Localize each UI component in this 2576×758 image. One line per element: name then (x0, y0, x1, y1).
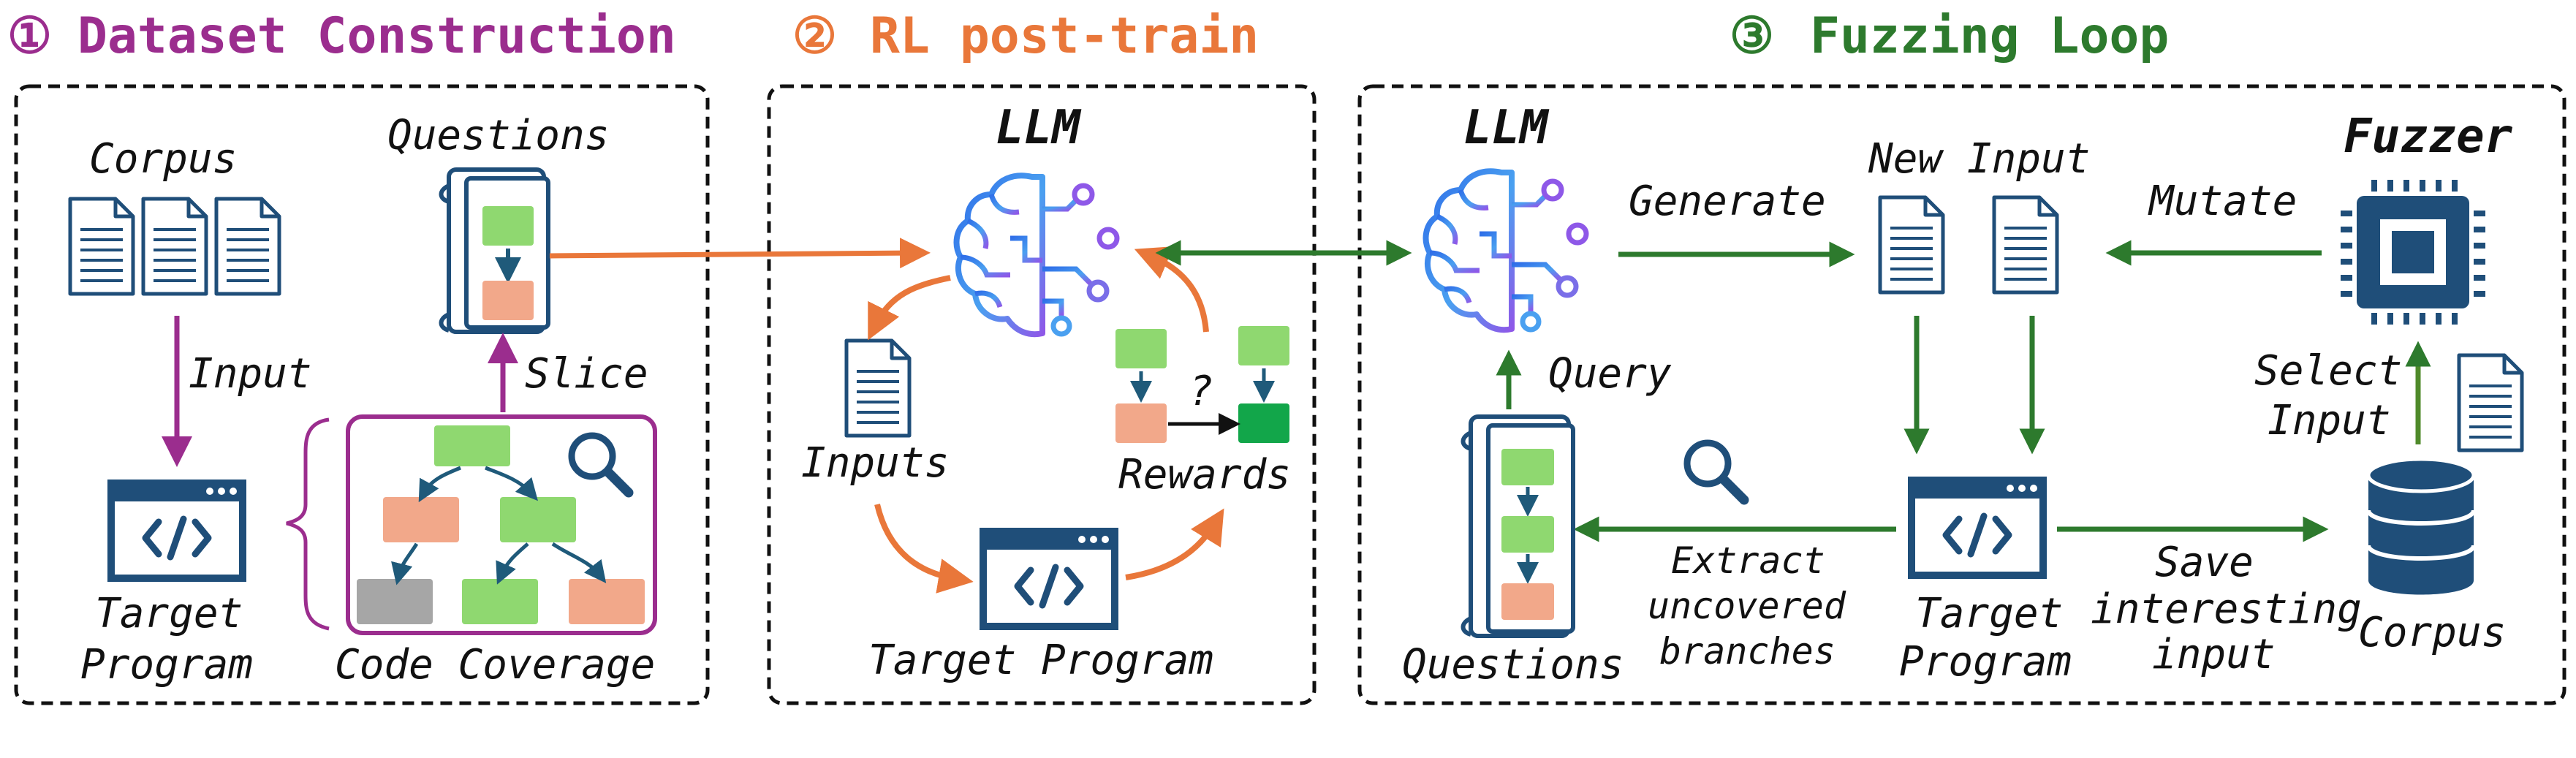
section-2-number: ② (792, 7, 837, 65)
question-scroll-icon (1461, 414, 1575, 638)
panel-rl-post-train (767, 84, 1317, 705)
coverage-graph (357, 425, 645, 624)
extract-label-line2: uncovered (1648, 585, 1846, 627)
select-input-label-line1: Select (2254, 347, 2402, 395)
document-icon (2459, 355, 2522, 450)
question-scroll-icon (439, 167, 550, 334)
inputs-to-target-arrow (874, 504, 974, 594)
section-1-title: Dataset Construction (77, 7, 676, 65)
extract-label-line3: branches (1659, 630, 1836, 672)
mutate-label: Mutate (2148, 178, 2297, 225)
rewards-diagram (1115, 326, 1289, 443)
coverage-brace (286, 417, 330, 631)
target-program-label-line1: Target (95, 590, 243, 637)
input-label: Input (189, 350, 312, 398)
section-2-title: RL post-train (870, 7, 1259, 65)
section-3-number: ③ (1730, 7, 1774, 65)
panel-dataset-construction (14, 84, 710, 705)
document-icon (70, 199, 133, 294)
code-coverage-box (346, 414, 657, 635)
save-label-line3: input (2152, 631, 2276, 678)
save-label-line1: Save (2155, 539, 2254, 586)
rewards-to-llm-arrow (1134, 246, 1209, 333)
llm-brain-icon (1426, 171, 1586, 330)
rl-llm-label: LLM (996, 101, 1082, 155)
fuzzer-chip-icon (2341, 180, 2485, 325)
questions-to-llm-arrow (549, 238, 931, 269)
document-icon (1880, 197, 1943, 292)
new-input-label: New Input (1868, 135, 2090, 183)
code-coverage-label: Code Coverage (335, 641, 655, 689)
fuzz-llm-label: LLM (1463, 101, 1550, 155)
section-1-number: ① (7, 7, 52, 65)
slice-label: Slice (525, 350, 648, 398)
document-icon (846, 341, 909, 436)
fuzz-target-program-label-line1: Target (1915, 590, 2063, 637)
llm-to-inputs-arrow (868, 275, 951, 341)
rl-target-program-label: Target Program (868, 637, 1213, 684)
generate-label: Generate (1629, 178, 1826, 225)
section-3-title: Fuzzing Loop (1810, 7, 2169, 65)
extract-label-line1: Extract (1671, 539, 1825, 582)
rewards-question-mark: ? (1189, 368, 1213, 415)
query-label: Query (1548, 350, 1672, 398)
target-to-rewards-arrow (1125, 508, 1224, 580)
magnifier-icon (572, 436, 629, 493)
inputs-label: Inputs (801, 439, 949, 487)
fuzz-target-program-label-line2: Program (1899, 638, 2072, 686)
document-icon (1994, 197, 2057, 292)
fuzz-questions-label: Questions (1402, 641, 1624, 689)
save-label-line2: interesting (2091, 585, 2362, 633)
corpus-db-label: Corpus (2358, 609, 2506, 656)
document-icon (143, 199, 206, 294)
code-window-icon (1908, 477, 2047, 579)
target-program-label-line2: Program (80, 641, 253, 689)
corpus-documents (70, 199, 279, 294)
panel-fuzzing-loop (1357, 84, 2566, 705)
corpus-label: Corpus (89, 135, 237, 183)
rewards-label: Rewards (1118, 451, 1291, 499)
document-icon (216, 199, 279, 294)
code-window-icon (107, 480, 246, 582)
database-icon (2366, 457, 2476, 595)
fuzzer-label: Fuzzer (2344, 110, 2513, 164)
llm-brain-icon (957, 175, 1117, 334)
code-window-icon (980, 528, 1118, 630)
select-input-label-line2: Input (2268, 397, 2391, 444)
questions-label: Questions (387, 112, 609, 159)
magnifier-icon (1687, 443, 1744, 500)
